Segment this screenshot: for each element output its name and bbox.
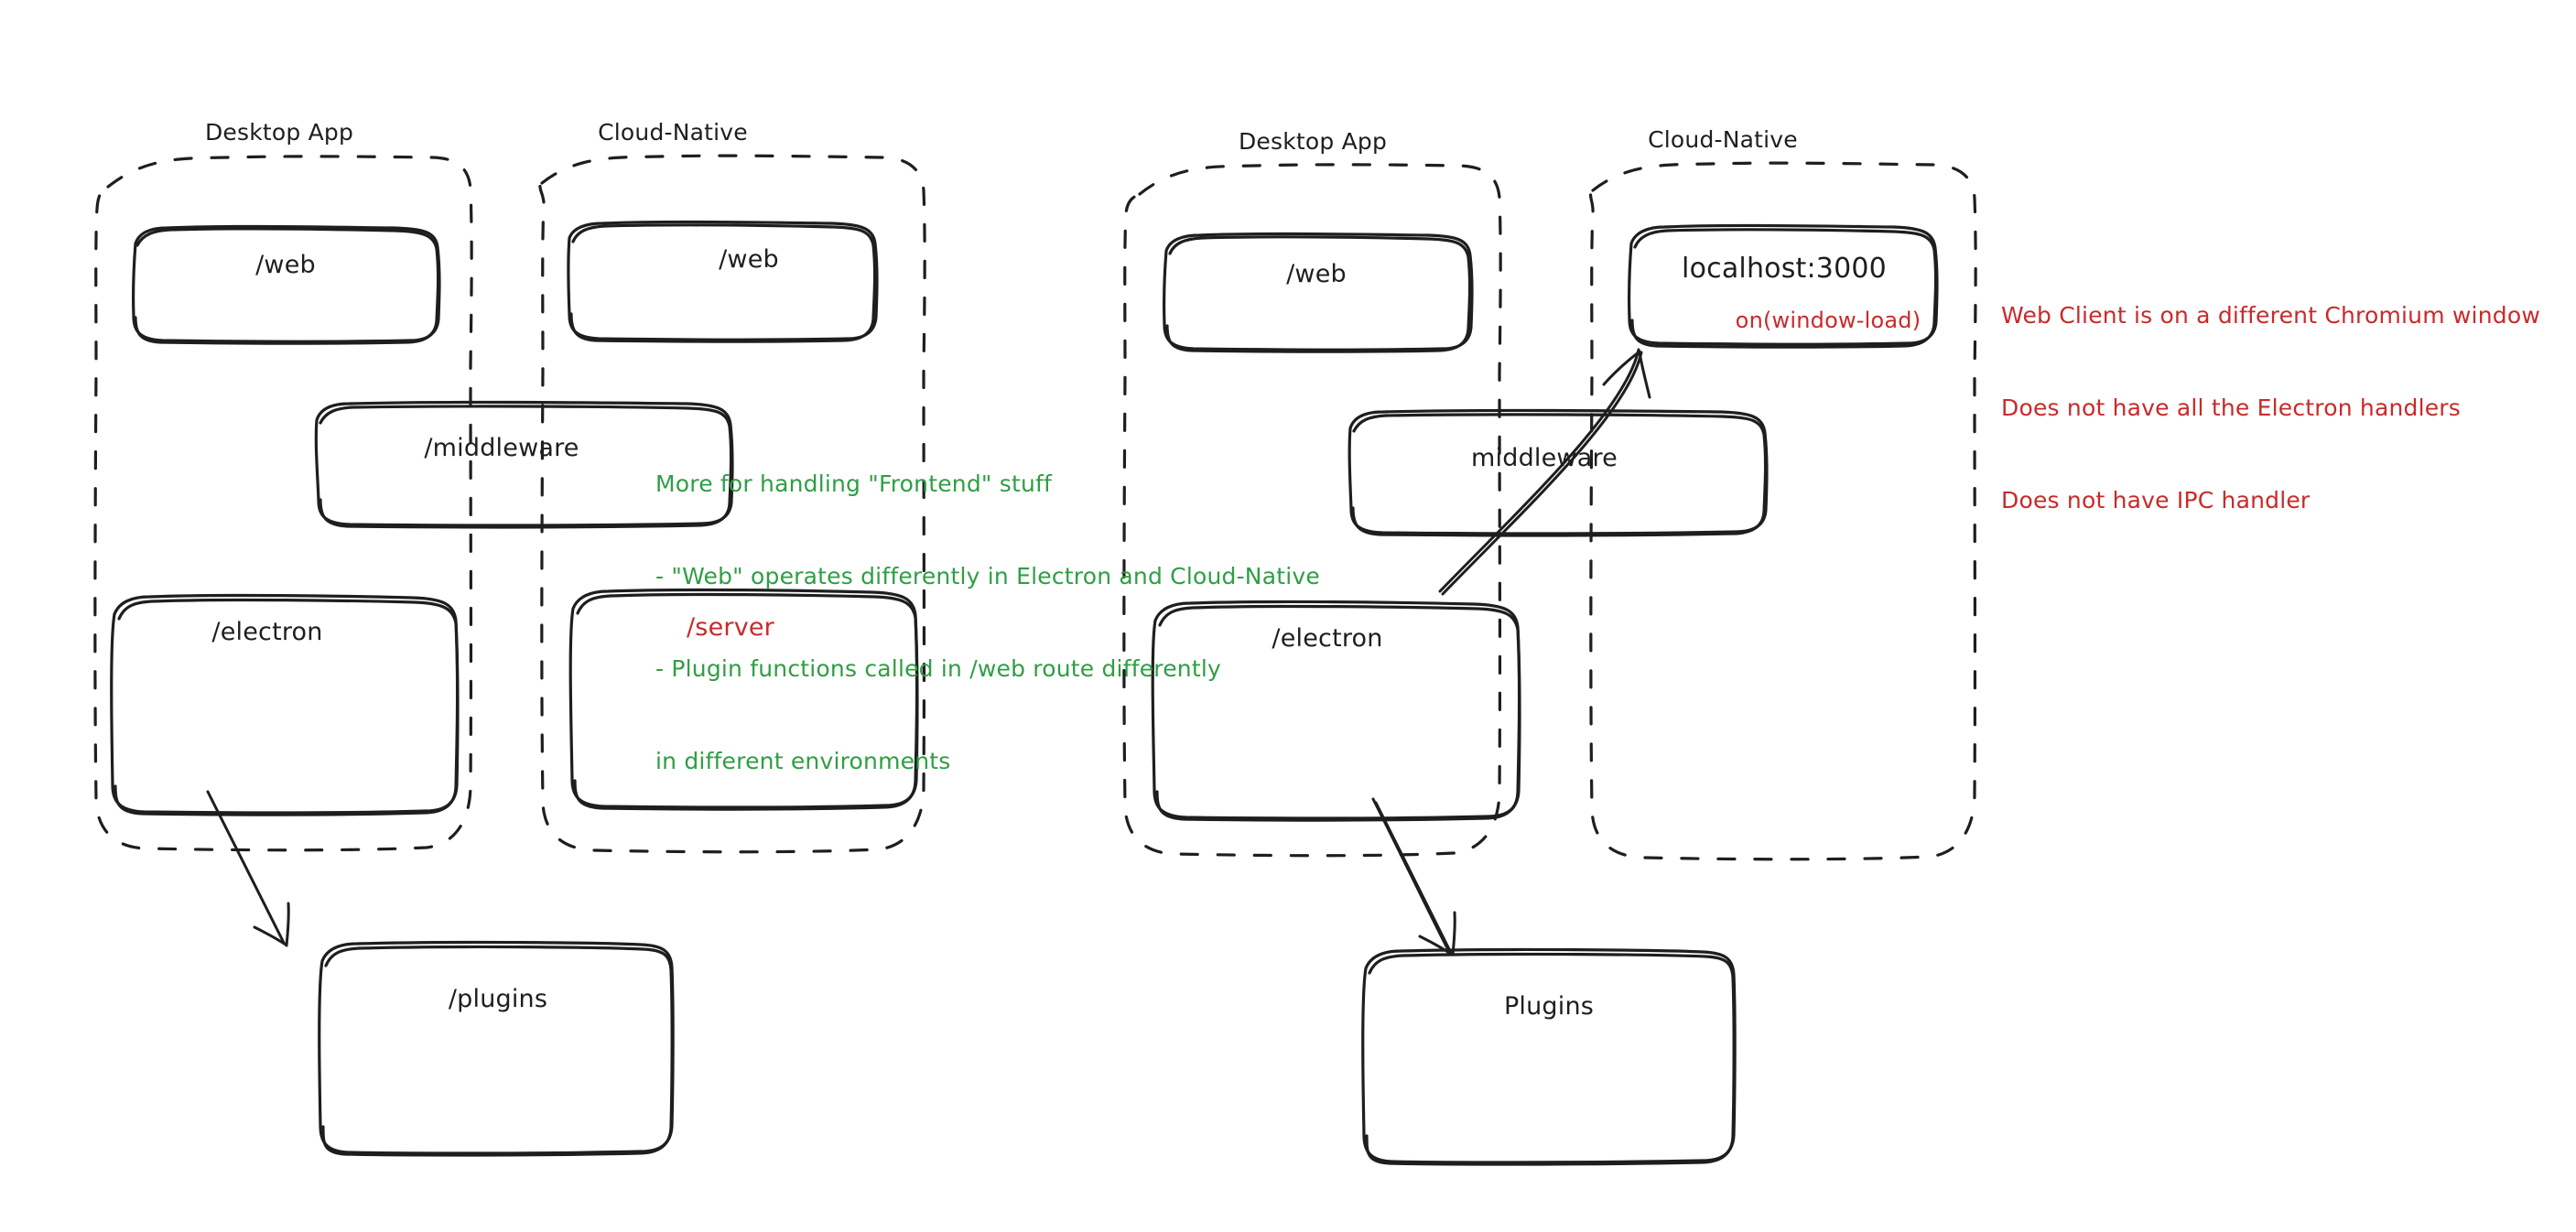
group-outline-right-cloud	[1589, 161, 1977, 861]
annotation-left-green-line-2: - "Web" operates differently in Electron…	[655, 562, 1320, 589]
annotation-right-red-line-1: Web Client is on a different Chromium wi…	[2001, 301, 2540, 329]
annotation-left-green-line-1: More for handling "Frontend" stuff	[655, 470, 1053, 497]
group-outline-left-cloud	[538, 154, 926, 854]
group-title-right-cloud: Cloud-Native	[1648, 126, 1798, 153]
node-outline-right-middleware	[1348, 408, 1769, 537]
node-outline-right-electron	[1151, 600, 1521, 822]
node-label-right-electron: /electron	[1272, 624, 1383, 653]
node-label-right-desktop-web: /web	[1286, 260, 1347, 288]
node-outline-left-cloud-web	[567, 220, 879, 343]
node-label-left-plugins: /plugins	[448, 985, 548, 1013]
arrow-right-electron-to-plugins	[1371, 797, 1456, 956]
group-title-right-desktop: Desktop App	[1238, 128, 1388, 155]
node-label-right-plugins: Plugins	[1503, 992, 1595, 1021]
arrow-right-electron-to-localhost	[1438, 348, 1651, 596]
node-outline-right-plugins	[1361, 947, 1737, 1166]
group-title-left-cloud: Cloud-Native	[598, 119, 748, 146]
annotation-right-red: Web Client is on a different Chromium wi…	[2001, 238, 2540, 578]
arrow-left-electron-to-plugins	[206, 790, 290, 947]
node-label-right-localhost: localhost:3000	[1682, 253, 1887, 285]
node-label-left-middleware: /middleware	[424, 434, 579, 462]
node-label-left-server: /server	[687, 613, 774, 642]
node-outline-left-middleware	[314, 400, 734, 529]
node-label-left-desktop-web: /web	[255, 251, 316, 279]
node-outline-left-desktop-web	[132, 224, 441, 345]
group-title-left-desktop: Desktop App	[204, 119, 354, 146]
node-outline-left-electron	[110, 593, 460, 816]
node-outline-right-localhost	[1628, 223, 1939, 349]
group-outline-right-desktop	[1122, 163, 1502, 858]
node-label-left-electron: /electron	[211, 618, 323, 646]
node-outline-left-plugins	[318, 940, 675, 1157]
node-outline-left-server	[568, 588, 919, 811]
node-outline-right-desktop-web	[1163, 232, 1474, 353]
node-sublabel-right-localhost: on(window-load)	[1735, 308, 1921, 333]
annotation-right-red-line-3: Does not have IPC handler	[2001, 487, 2311, 513]
group-outline-left-desktop	[93, 155, 473, 852]
node-label-right-middleware: middleware	[1471, 444, 1618, 472]
annotation-right-red-line-2: Does not have all the Electron handlers	[2001, 394, 2462, 421]
annotation-left-green-line-3: - Plugin functions called in /web route …	[655, 655, 1221, 682]
annotation-left-green: More for handling "Frontend" stuff - "We…	[655, 406, 1320, 839]
node-label-left-cloud-web: /web	[719, 245, 779, 274]
annotation-left-green-line-4: in different environments	[655, 748, 951, 775]
